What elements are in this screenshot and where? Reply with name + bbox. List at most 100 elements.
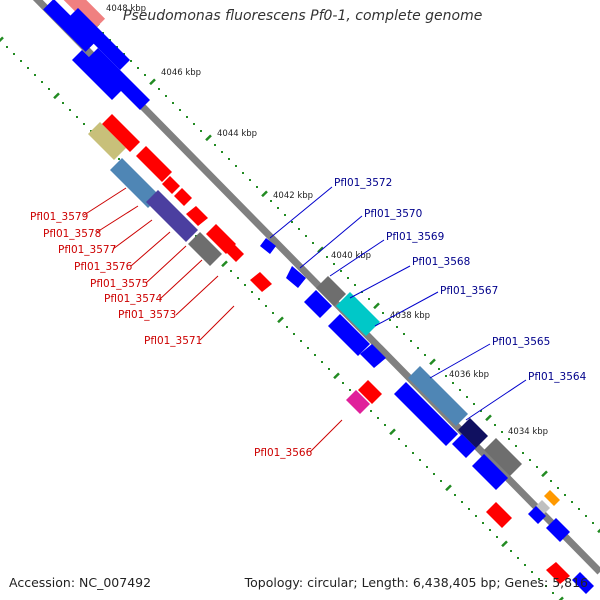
tick-mark-minor [473,403,475,405]
feature-forward-small[interactable] [452,434,476,458]
tick-mark-minor [384,424,386,426]
feature-forward-arrow[interactable] [68,8,130,70]
feature-cyan[interactable] [336,292,380,336]
gene-label[interactable]: Pfl01_3574 [104,293,163,305]
tick-label-4034: 4034 kbp [508,427,548,437]
tick-mark-minor [69,109,71,111]
tick-mark-minor [445,375,447,377]
feature-reverse-arrow[interactable] [186,206,208,226]
tick-mark-minor [314,354,316,356]
tick-mark-minor [305,235,307,237]
feature-gray[interactable] [188,232,222,266]
feature-forward-arrow[interactable] [72,50,122,100]
callouts-reverse [83,187,343,453]
tick-mark-minor [258,298,260,300]
feature-gray[interactable] [484,438,522,476]
tick-mark-minor [496,536,498,538]
feature-lightgray[interactable] [536,500,550,514]
feature-slateblue[interactable] [146,190,198,242]
tick-mark-minor [165,95,167,97]
feature-reverse-small[interactable] [250,272,272,292]
feature-forward-arrow[interactable] [546,518,570,542]
tick-mark-minor [489,529,491,531]
feature-forward-arrow[interactable] [304,290,332,318]
tick-label-4042: 4042 kbp [273,191,313,201]
tick-mark-minor [382,312,384,314]
tick-mark-minor [307,347,309,349]
tick-mark-minor [230,270,232,272]
feature-forward-arrow[interactable] [88,48,150,110]
gene-label[interactable]: Pfl01_3579 [30,211,88,223]
tick-mark-minor [244,284,246,286]
tick-mark-minor [312,242,314,244]
feature-forward-small[interactable] [528,506,546,524]
feature-forward-arrow[interactable] [472,454,508,490]
feature-reverse-small[interactable] [226,244,244,262]
gene-label[interactable]: Pfl01_3567 [440,285,498,297]
feature-steelblue-2[interactable] [408,366,468,426]
gene-label[interactable]: Pfl01_3572 [334,177,392,189]
tick-mark-minor [242,172,244,174]
tick-mark-major [149,78,156,86]
tick-mark-major [205,134,212,142]
gene-label[interactable]: Pfl01_3569 [386,231,444,243]
feature-reverse-arrow[interactable] [486,502,512,528]
tick-mark-minor [368,298,370,300]
gene-label[interactable]: Pfl01_3568 [412,256,470,268]
feature-gray[interactable] [316,276,346,306]
feature-reverse-arrow[interactable] [162,176,180,194]
gene-label[interactable]: Pfl01_3571 [144,335,202,347]
tick-mark-minor [419,459,421,461]
tick-mark-minor [461,501,463,503]
feature-reverse-arrow[interactable] [136,146,172,182]
feature-steelblue[interactable] [110,158,160,208]
feature-forward-small[interactable] [286,266,306,288]
feature-reverse-arrow[interactable] [206,224,236,254]
gene-label[interactable]: Pfl01_3575 [90,278,148,290]
gene-label[interactable]: Pfl01_3578 [43,228,101,240]
tick-label-4038: 4038 kbp [390,311,430,321]
feature-magenta[interactable] [346,390,370,414]
feature-orange[interactable] [544,490,560,506]
tick-mark-minor [433,473,435,475]
tick-mark-minor [538,578,540,580]
feature-forward-arrow[interactable] [360,344,386,368]
feature-forward[interactable] [43,0,97,52]
tick-mark-minor [396,326,398,328]
feature-reverse-small[interactable] [358,380,382,404]
feature-reverse-small[interactable] [546,562,570,584]
feature-forward-arrow[interactable] [394,382,458,446]
tick-mark-minor [20,60,22,62]
tick-mark-minor [412,452,414,454]
tick-mark-minor [286,326,288,328]
feature-pink-top[interactable] [56,0,106,31]
tick-mark-minor [349,389,351,391]
tick-mark-minor [389,319,391,321]
feature-reverse-arrow[interactable] [102,114,140,152]
tick-mark-minor [517,557,519,559]
tick-mark-major [277,316,284,324]
gene-label[interactable]: Pfl01_3573 [118,309,176,321]
feature-forward-arrow[interactable] [328,314,370,356]
feature-olive[interactable] [88,122,126,160]
tick-mark-major [333,372,340,380]
feature-reverse-arrow[interactable] [174,188,192,206]
tick-mark-minor [300,340,302,342]
feature-navy[interactable] [458,418,488,448]
gene-label[interactable]: Pfl01_3565 [492,336,550,348]
gene-label[interactable]: Pfl01_3577 [58,244,116,256]
tick-mark-minor [321,361,323,363]
gene-label[interactable]: Pfl01_3566 [254,447,313,459]
tick-label-4048: 4048 kbp [106,4,146,14]
tick-mark-minor [48,88,50,90]
tick-mark-minor [522,452,524,454]
tick-mark-minor [249,179,251,181]
gene-label[interactable]: Pfl01_3564 [528,371,587,383]
gene-label[interactable]: Pfl01_3570 [364,208,422,220]
feature-forward-small[interactable] [260,238,276,254]
gene-label[interactable]: Pfl01_3576 [74,261,133,273]
tick-mark-minor [27,67,29,69]
feature-forward-small[interactable] [572,572,594,594]
